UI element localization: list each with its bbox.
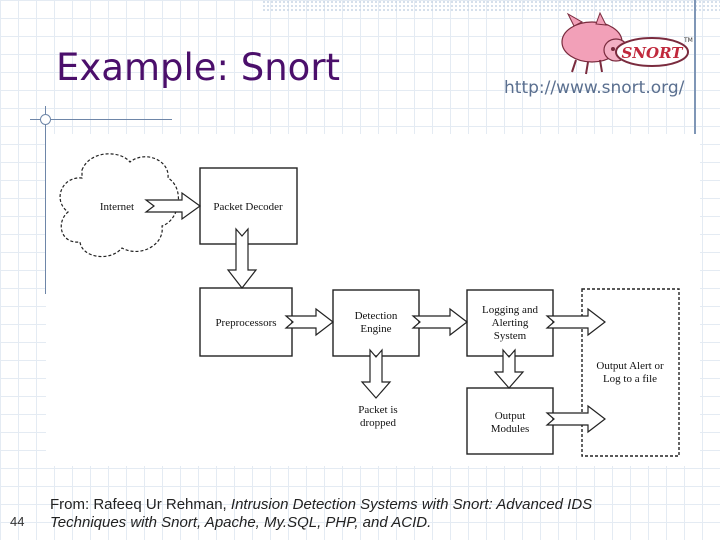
- output-alert-label-1: Output Alert or: [596, 360, 664, 372]
- detection-engine-label-1: Detection: [355, 310, 398, 322]
- logging-alerting-label-1: Logging and: [482, 304, 538, 316]
- right-decoration-line: [694, 0, 696, 142]
- snort-url[interactable]: http://www.snort.org/: [504, 78, 685, 98]
- arrow-internet-to-decoder: [144, 191, 202, 221]
- logo-text: SNORT: [622, 44, 685, 62]
- logging-alerting-label-3: System: [494, 330, 527, 342]
- preprocessors-box: [199, 287, 293, 357]
- citation: From: Rafeeq Ur Rehman, Intrusion Detect…: [50, 496, 670, 532]
- arrow-preprocessors-to-detection: [284, 307, 334, 337]
- output-modules-label-2: Modules: [491, 423, 530, 435]
- packet-dropped-label-2: dropped: [360, 417, 397, 429]
- logo-tm: TM: [683, 37, 693, 44]
- preprocessors-label: Preprocessors: [215, 317, 276, 329]
- citation-book-title: Intrusion Detection Systems with Snort: …: [50, 496, 593, 531]
- slide-number: 44: [10, 514, 25, 529]
- internet-label: Internet: [100, 201, 134, 213]
- detection-engine-label-2: Engine: [360, 323, 391, 335]
- arrow-logging-to-output-modules: [493, 348, 525, 389]
- arrow-detection-to-logging: [411, 307, 468, 337]
- arrow-decoder-to-preprocessors: [226, 227, 258, 289]
- title-rule-horizontal: [30, 119, 172, 120]
- output-modules-box: [466, 387, 554, 455]
- output-alert-label-2: Log to a file: [603, 373, 657, 385]
- title-rule-dot: [40, 114, 51, 125]
- arrow-output-modules-to-output-alert: [545, 404, 606, 434]
- citation-prefix: From: Rafeeq Ur Rehman,: [50, 496, 231, 513]
- packet-decoder-label: Packet Decoder: [213, 201, 283, 213]
- snort-logo-icon: SNORT TM: [561, 11, 693, 75]
- packet-dropped-label-1: Packet is: [358, 404, 397, 416]
- logging-alerting-label-2: Alerting: [492, 317, 529, 329]
- output-modules-label-1: Output: [495, 410, 526, 422]
- top-decoration: [262, 0, 720, 12]
- logo-oval: [615, 37, 689, 67]
- arrow-logging-to-output-alert: [545, 307, 606, 337]
- title-rule-vertical: [45, 106, 46, 294]
- arrow-detection-to-dropped: [360, 348, 392, 399]
- detection-engine-box: [332, 289, 420, 357]
- internet-cloud: [59, 153, 180, 258]
- slide-title: Example: Snort: [56, 46, 341, 89]
